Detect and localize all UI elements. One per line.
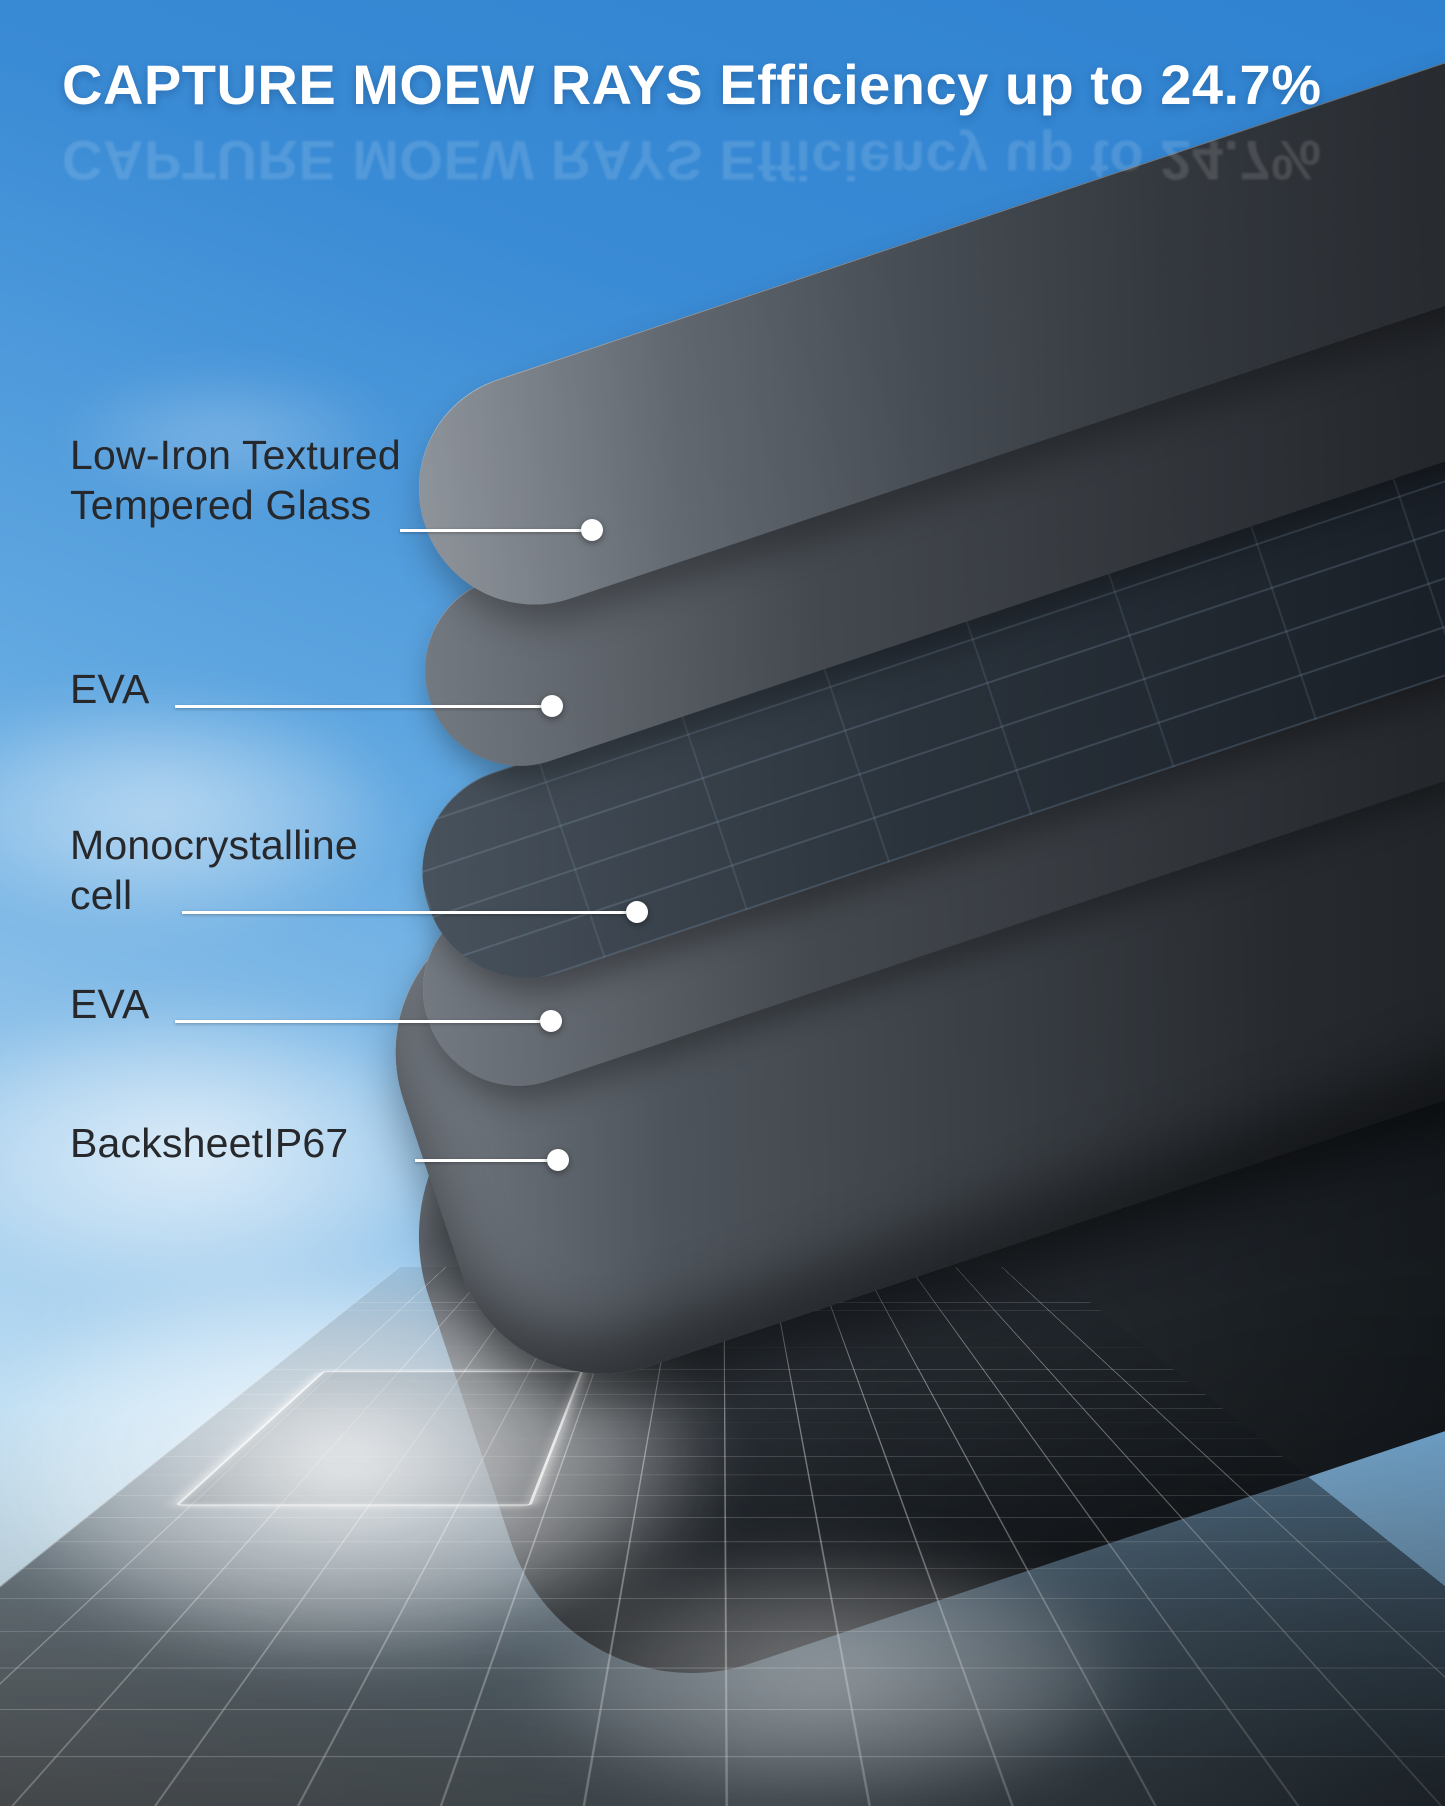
- callout-line: [175, 1019, 540, 1023]
- callout-line: [182, 910, 626, 914]
- callout-monocrystalline-cell: Monocrystalline cell: [70, 820, 670, 923]
- headline: CAPTURE MOEW RAYS Efficiency up to 24.7%: [62, 53, 1322, 116]
- callout-tempered-glass: Low-Iron Textured Tempered Glass: [70, 430, 630, 541]
- callout-dot: [540, 1010, 562, 1032]
- glowing-panel-outline: [175, 1371, 583, 1506]
- callout-lead: [415, 1149, 569, 1171]
- callout-dot: [541, 695, 563, 717]
- callout-lead: [182, 901, 648, 923]
- callout-dot: [626, 901, 648, 923]
- callout-eva-top: EVA: [70, 664, 590, 717]
- callout-lead: [400, 519, 603, 541]
- callout-dot: [547, 1149, 569, 1171]
- callout-line: [175, 704, 541, 708]
- callout-lead: [175, 695, 563, 717]
- callout-label: Low-Iron Textured Tempered Glass: [70, 432, 401, 529]
- callout-dot: [581, 519, 603, 541]
- callout-line: [415, 1158, 547, 1162]
- callout-backsheet: BacksheetIP67: [70, 1118, 590, 1171]
- callout-line: [400, 528, 581, 532]
- callout-lead: [175, 1010, 562, 1032]
- callout-eva-bottom: EVA: [70, 979, 590, 1032]
